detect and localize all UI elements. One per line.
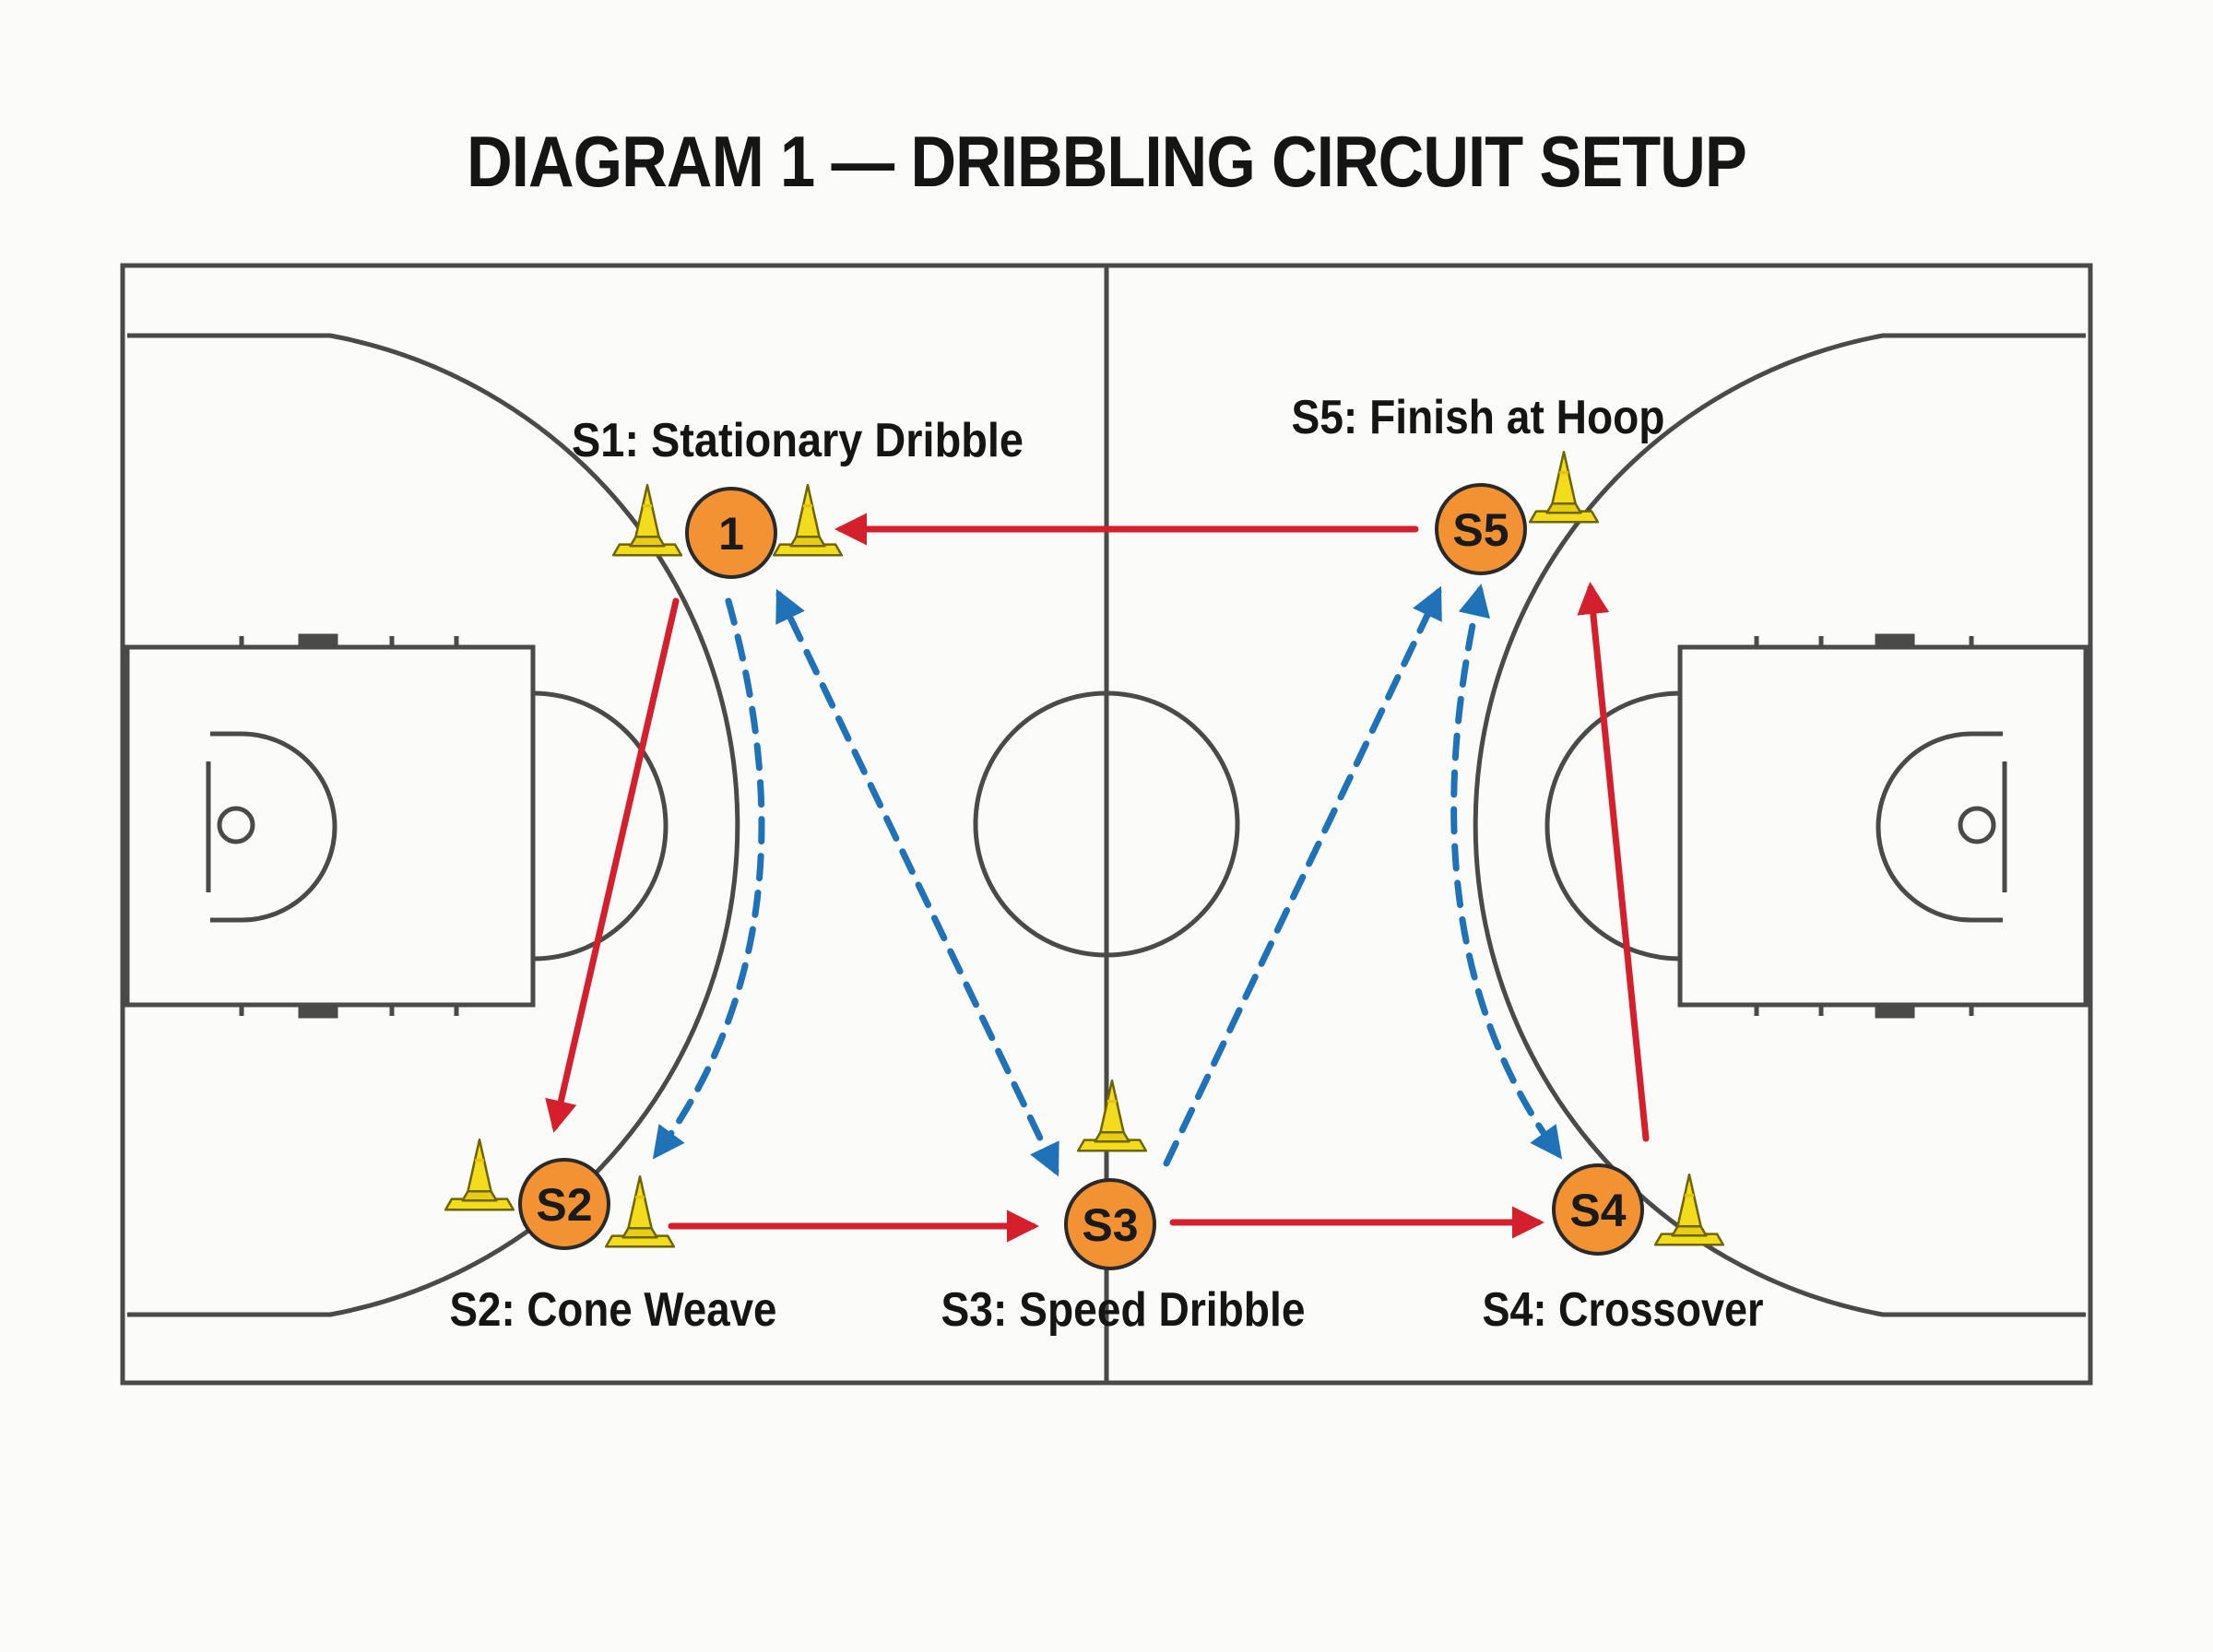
- station-marker-s4: S4: [1552, 1163, 1644, 1256]
- dribble-paths: [545, 513, 1650, 1243]
- right-lane-hashes: [1754, 633, 1974, 1019]
- traffic-cone-icon: [1076, 1079, 1148, 1152]
- station-marker-s1: 1: [685, 487, 777, 579]
- path-s4-to-s5: [1577, 582, 1650, 1142]
- left-hoop: [217, 806, 255, 844]
- page-title: DIAGRAM 1 — DRIBBLING CIRCUIT SETUP: [467, 121, 1747, 202]
- station-label-s1: S1: Stationary Dribble: [572, 414, 1024, 467]
- left-paint: [124, 644, 536, 1008]
- station-label-s2: S2: Cone Weave: [450, 1283, 777, 1337]
- station-label-s5: S5: Finish at Hoop: [1292, 391, 1665, 444]
- path-s1-to-s2-curve: [652, 597, 765, 1160]
- station-marker-s2: S2: [518, 1158, 610, 1250]
- traffic-cone-icon: [772, 483, 844, 557]
- traffic-cone-icon: [604, 1174, 676, 1248]
- left-lane-hashes: [239, 633, 459, 1019]
- station-markers: 1 S2 S3 S4 S5: [518, 483, 1644, 1270]
- path-s1-s3: [775, 588, 1059, 1177]
- traffic-cone-icon: [611, 483, 683, 557]
- station-marker-text: S5: [1452, 504, 1509, 556]
- right-restricted-arc: [1876, 731, 2003, 923]
- station-label-s4: S4: Crossover: [1483, 1283, 1764, 1337]
- station-labels: S1: Stationary Dribble S2: Cone Weave S3…: [450, 391, 1764, 1337]
- right-paint: [1677, 644, 2089, 1008]
- left-three-point-arc: [127, 333, 740, 1317]
- station-marker-s5: S5: [1435, 483, 1527, 575]
- station-marker-text: 1: [718, 508, 744, 560]
- right-hoop: [1958, 806, 1996, 844]
- station-marker-s3: S3: [1064, 1178, 1156, 1270]
- movement-paths: [652, 584, 1563, 1177]
- station-marker-text: S4: [1569, 1185, 1626, 1236]
- path-s5-to-s4-curve: [1450, 584, 1563, 1160]
- path-s3-to-s5: [1163, 585, 1442, 1167]
- traffic-cone-icon: [1528, 450, 1600, 524]
- path-s1-to-s2: [545, 597, 680, 1133]
- traffic-cone-icon: [444, 1138, 515, 1211]
- station-marker-text: S2: [536, 1179, 592, 1231]
- station-marker-text: S3: [1082, 1199, 1138, 1251]
- station-label-s3: S3: Speed Dribble: [941, 1283, 1306, 1337]
- left-restricted-arc: [210, 731, 337, 923]
- traffic-cone-icon: [1653, 1173, 1725, 1246]
